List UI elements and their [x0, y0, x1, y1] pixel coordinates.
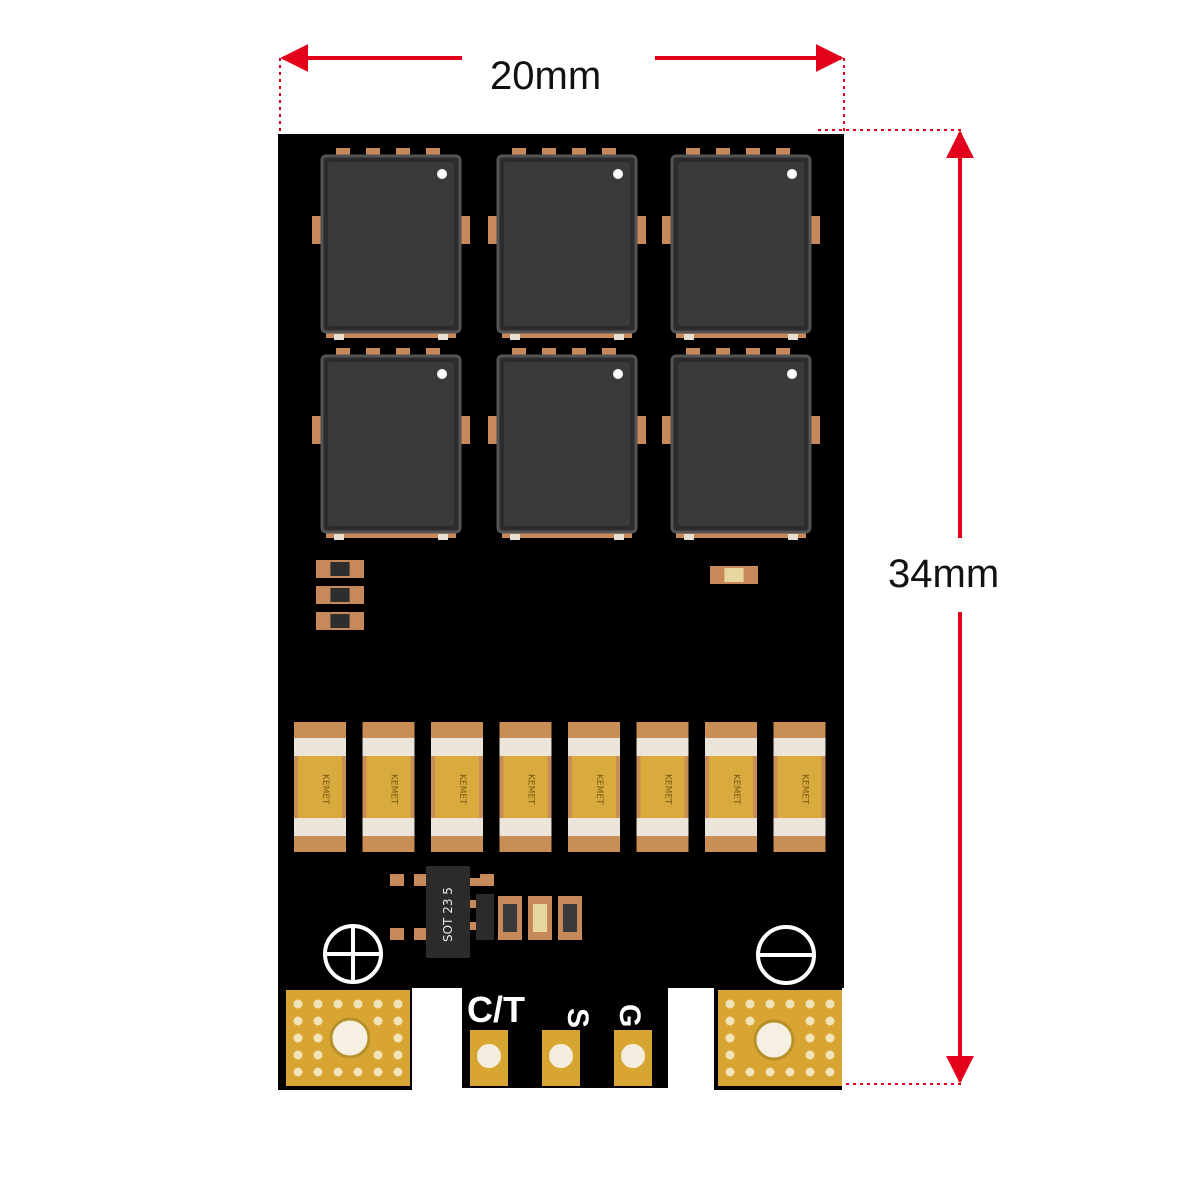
regulator-chip: [426, 866, 470, 958]
capacitor-6: KEMET: [636, 722, 689, 852]
signal-pad-label: C/T: [467, 989, 525, 1030]
width-dimension-label: 20mm: [490, 54, 602, 98]
g-pad-label: G: [613, 1004, 646, 1027]
mosfet-3: [662, 148, 820, 340]
capacitor-marking: KEMET: [800, 774, 810, 805]
s-pad-label: S: [561, 1008, 594, 1028]
regulator-marking: SOT 23 5: [441, 887, 455, 942]
capacitor-2: KEMET: [362, 722, 415, 852]
mosfet-5: [488, 348, 646, 540]
height-dimension-label: 34mm: [888, 552, 1000, 596]
mosfet-group: [312, 148, 820, 540]
regulator-area: SOT 23 5: [390, 866, 582, 958]
minus-symbol: [756, 925, 816, 985]
capacitor-marking: KEMET: [594, 774, 604, 805]
capacitor-marking: KEMET: [457, 774, 467, 805]
capacitor-8: KEMET: [773, 722, 826, 852]
capacitor-1: KEMET: [294, 722, 346, 852]
battery-positive-pad: [286, 990, 410, 1086]
smd-resistor: [316, 612, 364, 630]
smd-resistor: [710, 566, 758, 584]
capacitor-marking: KEMET: [320, 774, 330, 805]
width-dimension: [279, 44, 845, 134]
smd-resistor: [316, 586, 364, 604]
capacitor-marking: KEMET: [526, 774, 536, 805]
plus-symbol: [323, 924, 383, 984]
mosfet-1: [312, 148, 470, 340]
capacitor-3: KEMET: [431, 722, 483, 852]
capacitor-5: KEMET: [568, 722, 620, 852]
smd-resistor-group: [316, 560, 758, 630]
mosfet-2: [488, 148, 646, 340]
smd-resistor: [316, 560, 364, 578]
capacitor-marking: KEMET: [389, 774, 399, 805]
capacitor-marking: KEMET: [731, 774, 741, 805]
signal-pads: C/T S G: [467, 989, 652, 1086]
mosfet-4: [312, 348, 470, 540]
capacitor-group: KEMET KEMET KEMET KEMET KEMET KEMET KEMET KEMET: [294, 722, 826, 852]
mosfet-6: [662, 348, 820, 540]
capacitor-7: KEMET: [705, 722, 757, 852]
capacitor-4: KEMET: [499, 722, 552, 852]
capacitor-marking: KEMET: [663, 774, 673, 805]
battery-negative-pad: [718, 990, 842, 1086]
